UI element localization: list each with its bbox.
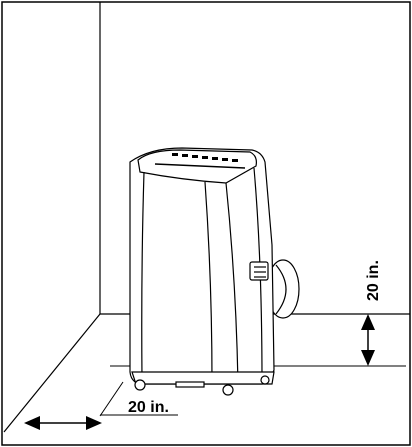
front-left-seam xyxy=(141,171,145,381)
floor-inner-diagonal xyxy=(99,381,124,417)
side-clearance-label: 20 in. xyxy=(128,399,169,416)
caster-wheels xyxy=(134,375,270,396)
floor-corner-diagonal xyxy=(3,313,101,433)
control-panel xyxy=(172,153,238,162)
back-clearance-arrow xyxy=(361,314,375,366)
front-right-seam xyxy=(204,181,213,383)
unit-base xyxy=(131,371,275,385)
side-clearance-arrow xyxy=(24,416,102,430)
air-conditioner-unit xyxy=(129,147,300,396)
side-seam xyxy=(225,182,239,385)
back-clearance-label: 20 in. xyxy=(365,260,382,301)
